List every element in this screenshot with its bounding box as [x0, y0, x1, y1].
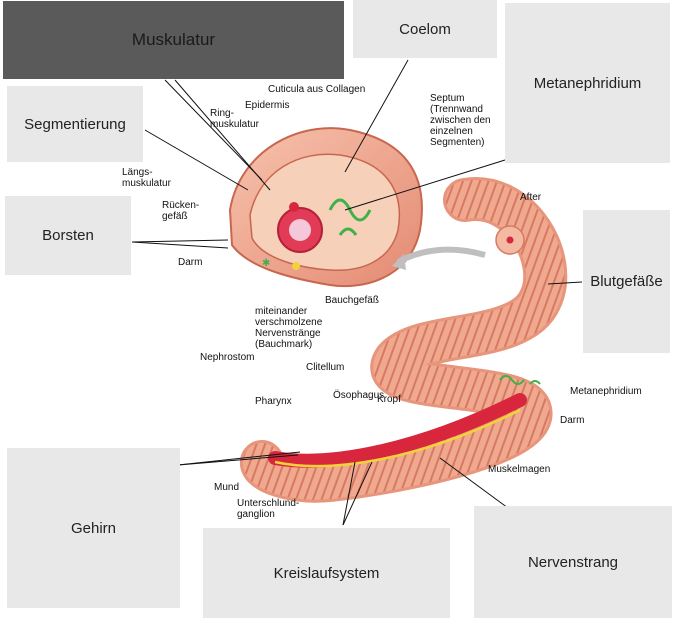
tile-nervenstrang[interactable]: Nervenstrang: [474, 506, 672, 618]
worm-body: [240, 177, 568, 503]
svg-text:✱: ✱: [262, 258, 270, 269]
label-after: After: [520, 192, 542, 203]
label-clitellum: Clitellum: [306, 362, 344, 373]
label-epidermis: Epidermis: [245, 100, 289, 111]
label-nerven-4: (Bauchmark): [255, 339, 312, 350]
worm-tail: [495, 225, 525, 255]
label-nerven-3: Nervenstränge: [255, 328, 321, 339]
label-laengs-1: Längs-: [122, 167, 153, 178]
label-oesophagus: Ösophagus: [333, 389, 384, 401]
tile-muskulatur[interactable]: Muskulatur: [3, 1, 344, 79]
label-nephrostom: Nephrostom: [200, 352, 254, 363]
label-septum-2: (Trennwand: [430, 104, 483, 115]
label-ruecken-2: gefäß: [162, 211, 188, 222]
label-unterschlund-2: ganglion: [237, 509, 275, 520]
tile-metanephridium[interactable]: Metanephridium: [505, 3, 670, 163]
tile-gehirn[interactable]: Gehirn: [7, 448, 180, 608]
label-ringmuskulatur-2: muskulatur: [210, 119, 260, 130]
leader-lines: [131, 59, 583, 526]
diagram-labels: Cuticula aus Collagen Epidermis Ring- mu…: [122, 84, 642, 520]
arrow-head: [392, 254, 406, 270]
label-septum-5: Segmenten): [430, 137, 484, 148]
label-unterschlund-1: Unterschlund-: [237, 498, 299, 509]
label-laengs-2: muskulatur: [122, 178, 172, 189]
label-mund: Mund: [214, 482, 239, 493]
label-ringmuskulatur-1: Ring-: [210, 108, 234, 119]
arrow-to-cross-section: [396, 246, 486, 265]
cross-section: ✱: [228, 127, 423, 288]
label-septum-3: zwischen den: [430, 115, 491, 126]
label-metanephridium: Metanephridium: [570, 386, 642, 397]
label-kropf: Kropf: [377, 394, 401, 405]
label-cuticula: Cuticula aus Collagen: [268, 84, 365, 95]
tile-borsten[interactable]: Borsten: [5, 196, 131, 275]
label-septum-1: Septum: [430, 93, 464, 104]
tile-coelom[interactable]: Coelom: [353, 0, 497, 58]
label-darm: Darm: [178, 257, 202, 268]
tile-segmentierung[interactable]: Segmentierung: [7, 86, 143, 162]
label-nerven-1: miteinander: [255, 306, 308, 317]
label-nerven-2: verschmolzene: [255, 317, 323, 328]
label-septum-4: einzelnen: [430, 126, 473, 137]
tile-blutgefaesse[interactable]: Blutgefäße: [583, 210, 670, 353]
label-darm-2: Darm: [560, 415, 584, 426]
tile-kreislaufsystem[interactable]: Kreislaufsystem: [203, 528, 450, 618]
label-muskelmagen: Muskelmagen: [488, 464, 550, 475]
label-pharynx: Pharynx: [255, 396, 292, 407]
label-ruecken-1: Rücken-: [162, 200, 199, 211]
label-bauchgefaess: Bauchgefäß: [325, 295, 379, 306]
nephridium-marks: [499, 375, 541, 385]
